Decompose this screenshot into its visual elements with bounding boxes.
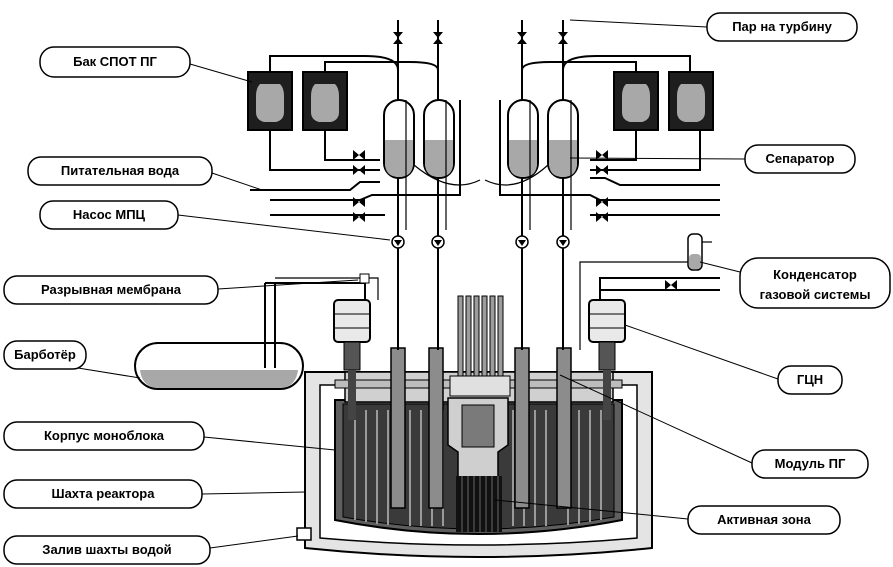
label-feedwater: Питательная вода — [28, 157, 212, 185]
label-separator-text: Сепаратор — [766, 151, 835, 166]
label-shaft-flooding-text: Залив шахты водой — [42, 542, 171, 557]
spot-tank-right-1 — [614, 72, 658, 130]
separator-1 — [384, 100, 414, 178]
label-monoblock-vessel-text: Корпус моноблока — [44, 428, 165, 443]
label-rupture-membrane-text: Разрывная мембрана — [41, 282, 182, 297]
label-shaft-flooding: Залив шахты водой — [4, 536, 210, 564]
label-gcn: ГЦН — [778, 366, 842, 394]
separator-3 — [508, 100, 538, 178]
active-core — [456, 476, 502, 532]
label-mpc-pump: Насос МПЦ — [40, 201, 178, 229]
label-gas-condenser-line1: Конденсатор — [773, 267, 857, 282]
separator-2 — [424, 100, 454, 178]
spot-tank-left-2 — [303, 72, 347, 130]
rupture-membrane-line — [265, 274, 378, 300]
control-rod-drives — [450, 296, 510, 396]
label-feedwater-text: Питательная вода — [61, 163, 180, 178]
label-sg-module-text: Модуль ПГ — [775, 456, 846, 471]
label-steam-turbine-text: Пар на турбину — [732, 19, 832, 34]
label-gcn-text: ГЦН — [797, 372, 823, 387]
label-mpc-pump-text: Насос МПЦ — [73, 207, 146, 222]
spot-tank-right-2 — [669, 72, 713, 130]
label-separator: Сепаратор — [745, 145, 855, 173]
label-sg-module: Модуль ПГ — [752, 450, 868, 478]
separator-4 — [548, 100, 578, 178]
label-reactor-shaft: Шахта реактора — [4, 480, 202, 508]
label-active-core: Активная зона — [688, 506, 840, 534]
label-bubbler-text: Барботёр — [14, 347, 76, 362]
label-rupture-membrane: Разрывная мембрана — [4, 276, 218, 304]
label-bak-spot: Бак СПОТ ПГ — [40, 47, 190, 77]
label-steam-turbine: Пар на турбину — [707, 13, 857, 41]
spot-tank-left-1 — [248, 72, 292, 130]
label-bubbler: Барботёр — [4, 341, 86, 369]
label-gas-condenser-line2: газовой системы — [760, 287, 871, 302]
label-bak-spot-text: Бак СПОТ ПГ — [73, 54, 157, 69]
label-gas-condenser: Конденсатор газовой системы — [740, 258, 890, 308]
label-active-core-text: Активная зона — [717, 512, 811, 527]
label-reactor-shaft-text: Шахта реактора — [52, 486, 156, 501]
label-monoblock-vessel: Корпус моноблока — [4, 422, 204, 450]
